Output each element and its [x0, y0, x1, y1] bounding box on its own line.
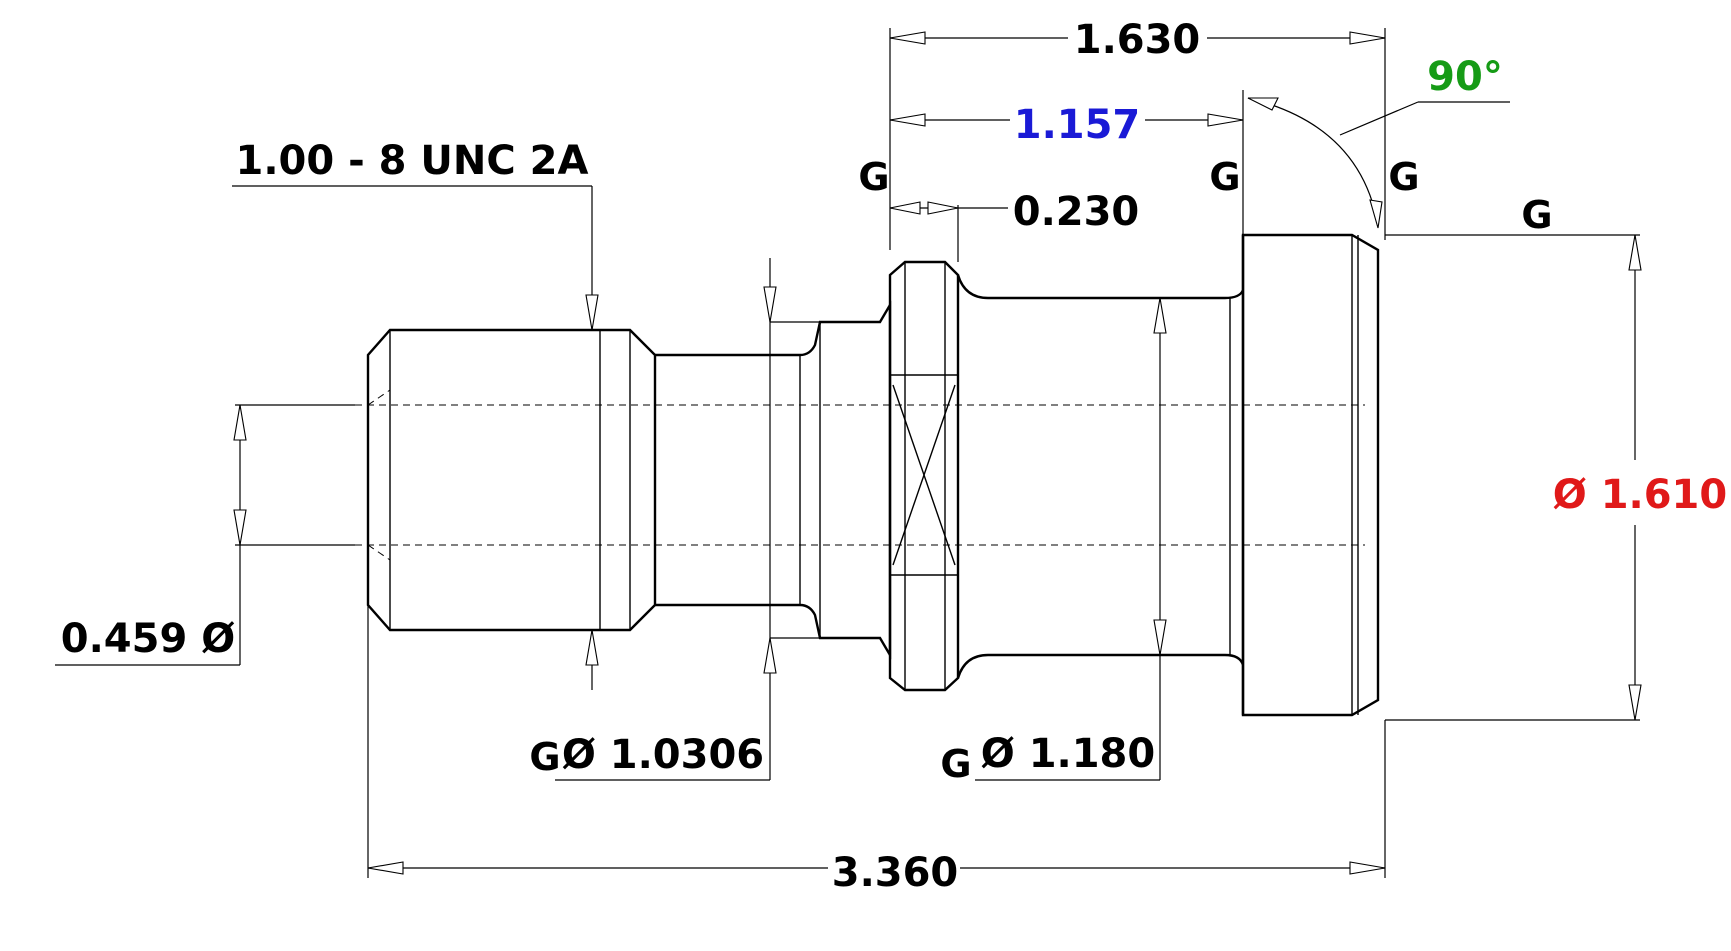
grind-marks: G G G G	[858, 155, 1552, 237]
dim-1630-label: 1.630	[1074, 17, 1201, 63]
neck-section	[655, 300, 892, 660]
dim-1157-label: 1.157	[1014, 102, 1141, 148]
dim-1610-label: Ø 1.610	[1553, 472, 1727, 518]
dim-10306-label: Ø 1.0306	[562, 732, 764, 778]
dim-1610: Ø 1.610	[1385, 234, 1727, 721]
g-mark-flange-left: G	[1209, 155, 1240, 199]
thread-section	[366, 328, 657, 632]
g-mark-flange-dia: G	[1521, 193, 1552, 237]
dim-1630: 1.630	[889, 17, 1386, 250]
angle-label: 90°	[1427, 54, 1503, 100]
dim-0459: 0.459 Ø	[55, 404, 355, 666]
part-outline	[366, 233, 1380, 717]
dim-0230: 0.230	[889, 189, 1140, 262]
g-mark-groove: G	[529, 735, 560, 779]
dim-1180: G Ø 1.180	[940, 297, 1167, 786]
shank	[956, 235, 1245, 715]
g-mark-hex-left: G	[858, 155, 889, 199]
dim-3360-label: 3.360	[832, 850, 959, 896]
g-mark-shank: G	[940, 742, 971, 786]
dim-angle: 90°	[1247, 54, 1510, 229]
thread-callout: 1.00 - 8 UNC 2A	[232, 138, 599, 690]
dim-0459-label: 0.459 Ø	[61, 616, 235, 662]
thread-label: 1.00 - 8 UNC 2A	[236, 138, 589, 184]
dim-1157: 1.157	[889, 90, 1244, 235]
dim-0230-label: 0.230	[1013, 189, 1140, 235]
dim-3360: 3.360	[367, 605, 1386, 896]
g-mark-flange-right: G	[1388, 155, 1419, 199]
dim-1180-label: Ø 1.180	[981, 731, 1155, 777]
dim-10306: G Ø 1.0306	[529, 258, 820, 781]
bore-hidden-lines	[355, 389, 1365, 561]
